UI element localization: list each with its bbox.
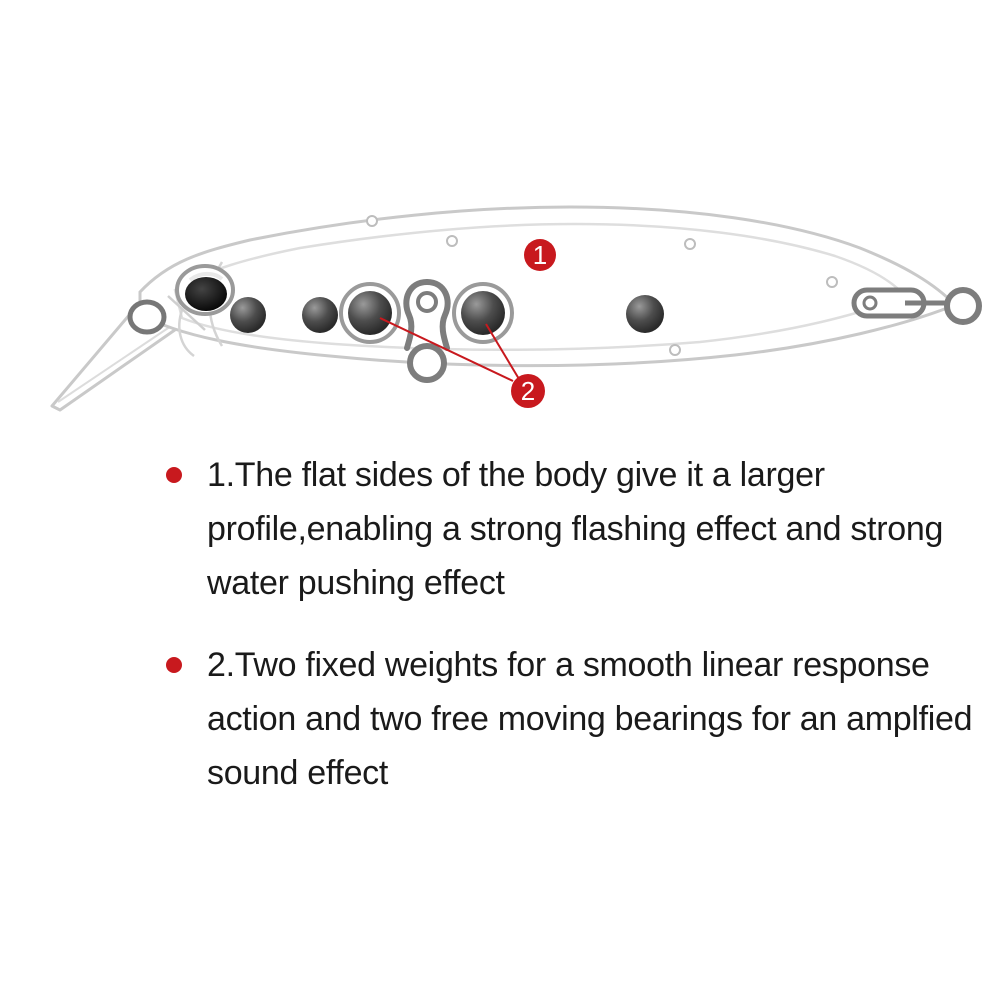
callout-number: 1 bbox=[533, 240, 547, 270]
lure-inner-contour bbox=[173, 222, 908, 352]
callout-number: 2 bbox=[521, 376, 535, 406]
callout-marker-1: 1 bbox=[524, 239, 556, 271]
belly-hook-hanger bbox=[403, 279, 430, 351]
diving-lip-edge bbox=[57, 315, 187, 403]
lip-joint bbox=[167, 295, 206, 331]
rivet bbox=[684, 238, 696, 250]
fixed-weight bbox=[302, 297, 338, 333]
line-tie-ring-icon bbox=[127, 299, 167, 335]
belly-hook-hanger bbox=[424, 279, 451, 351]
bullet-dot-icon bbox=[166, 657, 182, 673]
rivet bbox=[669, 344, 681, 356]
fixed-weight bbox=[230, 297, 266, 333]
gill-line bbox=[178, 309, 195, 358]
tail-hanger-eye bbox=[862, 295, 878, 311]
list-item: 1.The flat sides of the body give it a l… bbox=[160, 448, 980, 610]
bullet-dot-icon bbox=[166, 467, 182, 483]
hanger-upper-eye bbox=[416, 291, 438, 313]
list-item: 2.Two fixed weights for a smooth linear … bbox=[160, 638, 980, 800]
callout-leader-line bbox=[485, 323, 520, 380]
rivet bbox=[826, 276, 838, 288]
callout-marker-2: 2 bbox=[511, 374, 545, 408]
feature-text: 1.The flat sides of the body give it a l… bbox=[207, 456, 944, 602]
tail-ring-icon bbox=[944, 287, 982, 325]
free-bearing bbox=[461, 291, 505, 335]
free-bearing bbox=[348, 291, 392, 335]
fixed-weight bbox=[626, 295, 664, 333]
eye-icon bbox=[185, 277, 227, 311]
rivet bbox=[366, 215, 378, 227]
eye-highlight bbox=[188, 271, 224, 282]
hanger-lower-eye-icon bbox=[407, 343, 447, 383]
feature-list: 1.The flat sides of the body give it a l… bbox=[160, 448, 980, 800]
callout-leader-line bbox=[379, 317, 514, 382]
rivet bbox=[446, 235, 458, 247]
lure-diagram: 1 2 bbox=[50, 205, 982, 412]
feature-text: 2.Two fixed weights for a smooth linear … bbox=[207, 646, 973, 792]
